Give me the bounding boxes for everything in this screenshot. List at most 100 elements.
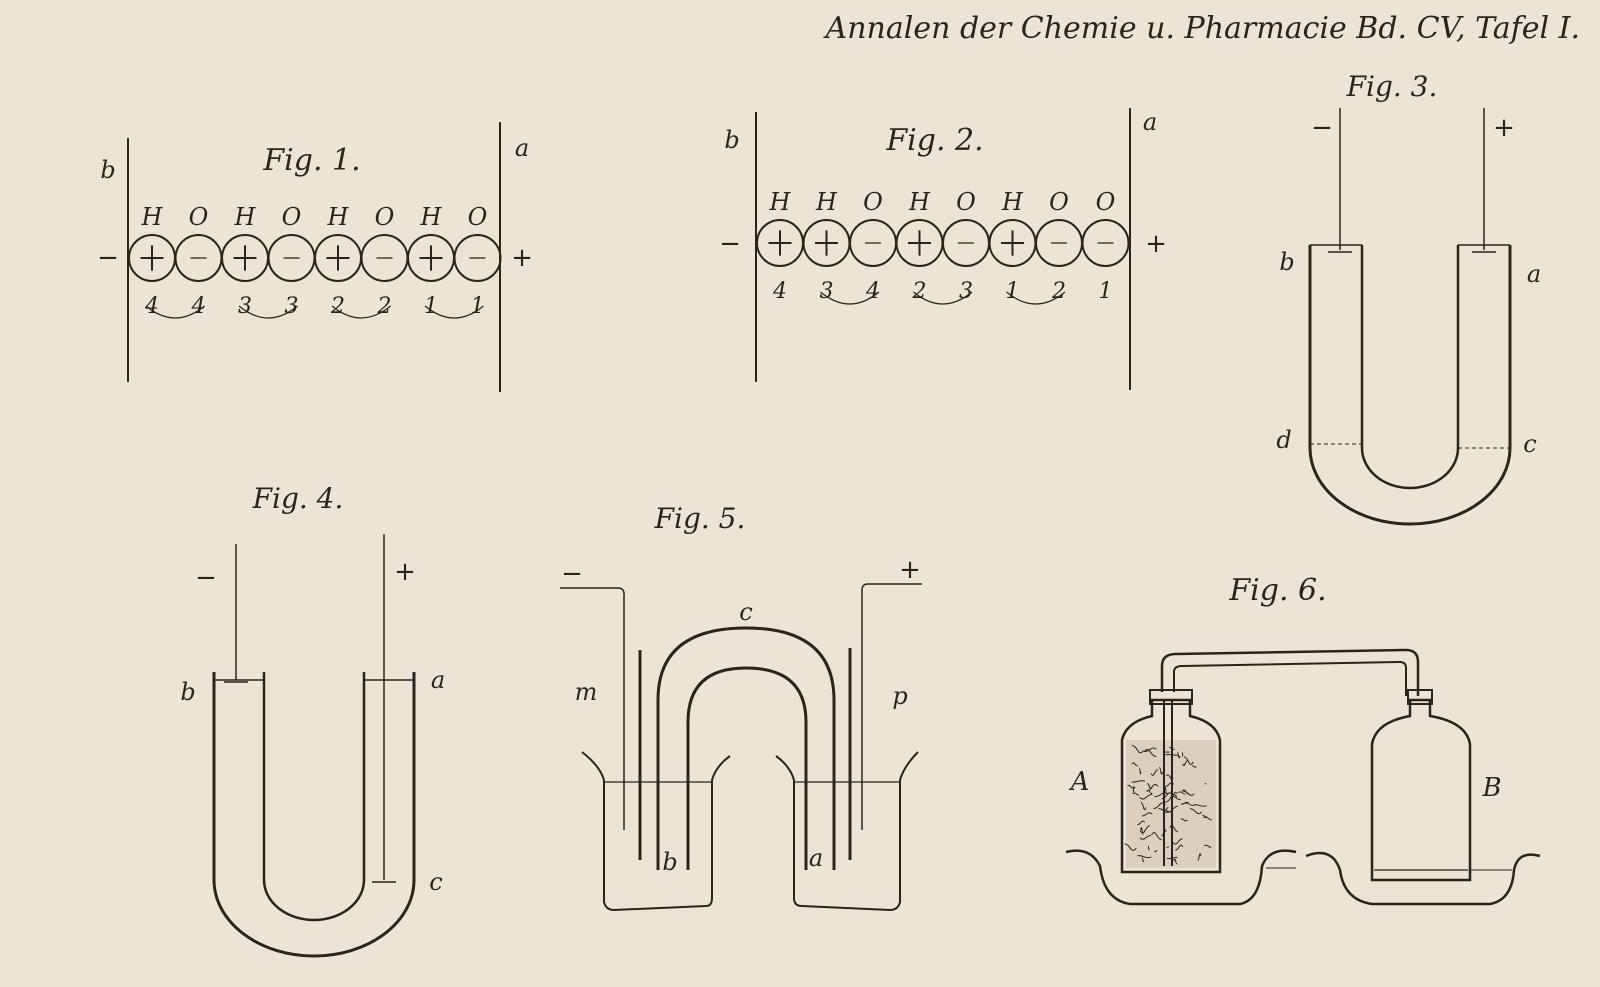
fig6-fragment — [1140, 801, 1147, 811]
fig2-atom-label: H — [908, 188, 931, 216]
fig6-fragment — [1132, 785, 1135, 795]
fig2-pole-plus: + — [1145, 229, 1167, 259]
fig6-fragment — [1177, 791, 1186, 795]
fig6-connecting-tube-inner — [1173, 660, 1407, 696]
fig6-fragment — [1180, 818, 1188, 822]
fig6-fragment — [1203, 844, 1212, 848]
fig5-wire-positive — [861, 583, 922, 830]
fig4-label-c: c — [429, 868, 442, 896]
fig6-basin-left — [1065, 849, 1297, 906]
fig2-atom-label: H — [769, 188, 792, 216]
fig6-fragment — [1197, 853, 1202, 861]
fig3-u-tube-inner — [1360, 245, 1460, 490]
fig6-fragment — [1192, 765, 1197, 768]
fig6-fragment — [1146, 783, 1153, 790]
fig6: Fig. 6. A B — [1065, 573, 1541, 906]
fig6-label-A: A — [1069, 767, 1090, 797]
fig2-atom-number: 2 — [1051, 279, 1066, 304]
fig2-atom-label: O — [1096, 188, 1116, 216]
fig4-label-a: a — [431, 666, 445, 694]
fig2-atom-number: 1 — [1099, 279, 1113, 304]
fig2-atom-label: O — [1049, 188, 1069, 216]
fig4-label-b: b — [180, 678, 195, 706]
fig6-fragment — [1146, 789, 1153, 795]
fig2-title: Fig. 2. — [885, 123, 983, 158]
fig5-title: Fig. 5. — [654, 502, 746, 535]
fig6-bottle-b — [1370, 698, 1472, 882]
fig5-beaker-right — [775, 751, 919, 912]
fig6-fragment — [1131, 745, 1144, 754]
fig1-pair-arc — [331, 305, 391, 319]
fig6-fragment — [1151, 832, 1162, 841]
fig1-pair-arc — [238, 305, 298, 319]
fig6-fragment — [1137, 820, 1146, 826]
fig3-pole-plus: + — [1493, 113, 1515, 143]
fig6-fragment — [1173, 858, 1178, 865]
fig6-title: Fig. 6. — [1228, 573, 1326, 608]
fig4-u-tube-outer — [212, 672, 416, 958]
fig6-fragment — [1141, 857, 1145, 863]
fig1-atom-label: O — [282, 203, 302, 231]
fig1-pair-arc — [145, 305, 205, 319]
fig1-atom-label: O — [468, 203, 488, 231]
fig6-fragment — [1131, 780, 1146, 783]
fig2-pole-minus: − — [719, 229, 741, 259]
fig5: Fig. 5. − + c m p b a — [560, 502, 922, 912]
fig2-atom-label: O — [863, 188, 883, 216]
fig5-beaker-left — [581, 751, 731, 912]
fig2-pair-arc — [1006, 291, 1066, 305]
fig6-stopper-b — [1407, 689, 1433, 705]
fig2-label-a: a — [1143, 108, 1157, 136]
fig2-atom-circle — [1081, 219, 1130, 267]
fig6-fragment — [1139, 793, 1153, 800]
fig1-atom-label: O — [189, 203, 209, 231]
fig6-fragment — [1139, 835, 1152, 840]
fig2-atom-number: 1 — [1006, 279, 1020, 304]
fig3-title: Fig. 3. — [1346, 70, 1438, 103]
fig1-atom-label: H — [420, 203, 443, 231]
fig1-atom-label: H — [141, 203, 164, 231]
fig6-fragment — [1147, 845, 1150, 851]
fig3-pole-minus: − — [1311, 113, 1333, 143]
fig2-atom-label: H — [815, 188, 838, 216]
fig5-label-a: a — [809, 844, 823, 872]
fig1-pole-plus: + — [511, 243, 533, 273]
fig6-fragment — [1150, 769, 1158, 776]
fig6-label-B: B — [1481, 773, 1501, 803]
fig6-fragment — [1189, 808, 1202, 815]
fig6-bottle-a — [1120, 698, 1222, 874]
fig4-title: Fig. 4. — [252, 482, 344, 515]
fig5-siphon-outer — [656, 626, 836, 870]
fig6-fragment — [1131, 762, 1138, 767]
fig2-atom-label: H — [1001, 188, 1024, 216]
fig6-fragment — [1141, 812, 1153, 817]
fig6-fragment — [1159, 766, 1163, 775]
fig4: Fig. 4. − + b a c — [180, 482, 445, 958]
fig6-fragment — [1193, 804, 1207, 807]
fig5-label-m: m — [575, 678, 598, 706]
fig6-fragment — [1182, 760, 1188, 767]
fig1-pole-minus: − — [97, 243, 119, 273]
fig2-atom-number: 2 — [912, 279, 927, 304]
fig1-label-a: a — [515, 134, 529, 162]
fig5-pole-minus: − — [561, 559, 583, 589]
fig6-fragment — [1175, 844, 1184, 851]
fig5-siphon-inner — [686, 666, 808, 870]
fig1-pair-arc — [424, 305, 484, 319]
fig3: Fig. 3. − + b a d c — [1276, 70, 1541, 526]
fig6-fragment — [1143, 748, 1157, 758]
fig5-pole-plus: + — [899, 555, 921, 585]
fig1-atom-circle — [453, 234, 502, 282]
fig6-fragment — [1154, 849, 1158, 853]
fig5-wire-negative — [560, 587, 625, 830]
fig6-connecting-tube-outer — [1160, 648, 1420, 696]
fig5-label-b: b — [662, 848, 677, 876]
fig3-label-a: a — [1527, 260, 1541, 288]
plate-header: Annalen der Chemie u. Pharmacie Bd. CV, … — [823, 11, 1580, 46]
fig6-fragment — [1164, 787, 1167, 795]
fig3-label-b: b — [1279, 248, 1294, 276]
fig4-pole-minus: − — [195, 563, 217, 593]
